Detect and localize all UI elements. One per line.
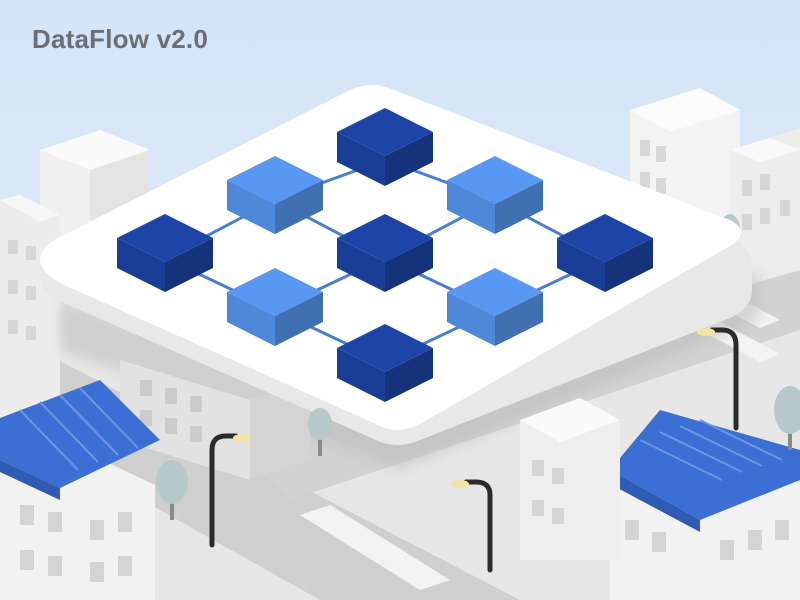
app-title: DataFlow v2.0: [32, 24, 208, 54]
network-nodes: [117, 108, 653, 402]
network-node-cube-icon: [227, 268, 323, 346]
network-node-cube-icon: [557, 214, 653, 292]
tree-icon: [308, 408, 332, 456]
building-under-platform: [120, 360, 310, 480]
street-lamp-icon: [463, 479, 493, 573]
lamp-light: [233, 434, 251, 442]
street-lamp-icon: [209, 433, 239, 548]
network-node-cube-icon: [447, 268, 543, 346]
lamp-light: [697, 328, 715, 336]
network-node-cube-icon: [117, 214, 213, 292]
building-blue-roof-right: [610, 410, 800, 600]
network-node-cube-icon: [337, 324, 433, 402]
building-right-front: [730, 128, 800, 290]
network-node-cube-icon: [337, 214, 433, 292]
tree-icon: [774, 386, 800, 450]
network-node-cube-icon: [447, 156, 543, 234]
street-lamp-icon: [709, 327, 739, 431]
building-blue-roof-left: [0, 380, 160, 600]
network-node-cube-icon: [227, 156, 323, 234]
network-node-cube-icon: [337, 108, 433, 186]
building-mid-right: [520, 398, 620, 560]
lamp-light: [451, 480, 469, 488]
tree-icon: [156, 460, 188, 520]
